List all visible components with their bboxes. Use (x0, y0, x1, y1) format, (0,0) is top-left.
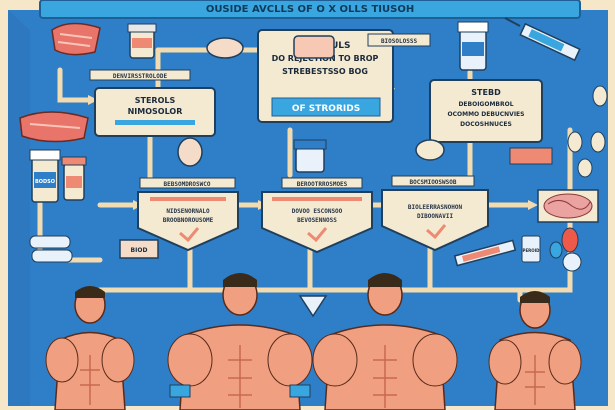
banner-title: OUSIDE AVCLLS OF O X OLLS TIUSOH (206, 4, 414, 15)
top-left-label: DENVIRSSTROLODE (113, 73, 168, 80)
middle-right-line-1: BIOLEERRASNOHON (408, 204, 463, 211)
middle-left-line-1: NIDSENORNALO (166, 208, 210, 215)
syringe-icon (504, 17, 581, 62)
pill-tag-label: BIOD (131, 247, 148, 254)
bodybuilder-2 (167, 273, 313, 410)
bodybuilder-1 (45, 286, 135, 410)
bodybuilder-3 (312, 273, 458, 410)
middle-center-line-2: BEVOSENNOSS (297, 217, 337, 224)
top-right-line-3: OCOMMO DEBUCNVIES (448, 111, 525, 118)
top-right-box (429, 79, 543, 143)
middle-center-card: BEROOTRROSMOES DOVOO ESCONSOO BEVOSENNOS… (261, 177, 373, 254)
middle-right-card: BOCSMIOOSWSOB BIOLEERRASNOHON DIBOONAVII (381, 175, 489, 252)
steroids-tag (271, 97, 381, 117)
middle-right-label: BOCSMIOOSWSOB (410, 179, 457, 186)
pill-bottle-icon (293, 139, 327, 173)
top-left-line-2: NIMOSOLOR (128, 107, 183, 116)
middle-center-label: BEROOTRROSMOES (297, 181, 348, 188)
title-banner (39, 0, 581, 19)
top-right-line-1: STEBD (471, 88, 501, 97)
pill-bottle-label: BODSO (35, 179, 55, 185)
top-center-line-3: STREBESTSSO BOG (282, 67, 368, 76)
vial-label: PEROID (523, 248, 541, 253)
top-right-line-2: DEBOIGOMBROL (458, 101, 513, 108)
middle-left-label: BEBSOMDROSWCO (164, 181, 211, 188)
middle-right-line-2: DIBOONAVII (417, 213, 454, 220)
top-left-line-1: STEROLS (135, 96, 176, 105)
pill-bottle-icon (61, 156, 87, 201)
steroids-tag-text: OF STRORIDS (292, 104, 360, 114)
pill-bottle-icon: PEROID (521, 235, 541, 263)
syringe-icon (453, 239, 517, 267)
pill-bottle-icon (127, 23, 157, 59)
arrow-down-icon (298, 295, 328, 318)
pill-bottle-icon (457, 21, 489, 71)
middle-center-line-1: DOVOO ESCONSOO (292, 208, 343, 215)
pill-bottle-icon: BODSO (29, 149, 61, 203)
capsule-icon: BIOD (29, 37, 608, 272)
meat-icon (19, 111, 89, 143)
top-right-line-4: DOCOSHNUCES (460, 121, 512, 128)
middle-left-card: BEBSOMDROSWCO NIDSENORNALO BROOBNOROUSOM… (137, 177, 239, 252)
top-right-label: BIOSOLOSSS (381, 38, 418, 45)
middle-left-line-2: BROOBNOROUSOME (163, 217, 214, 224)
meat-icon (51, 22, 101, 56)
muscle-icon (45, 273, 582, 410)
bodybuilder-4 (488, 291, 582, 410)
pill-bottle-icon (293, 35, 335, 59)
brain-icon (537, 189, 599, 223)
